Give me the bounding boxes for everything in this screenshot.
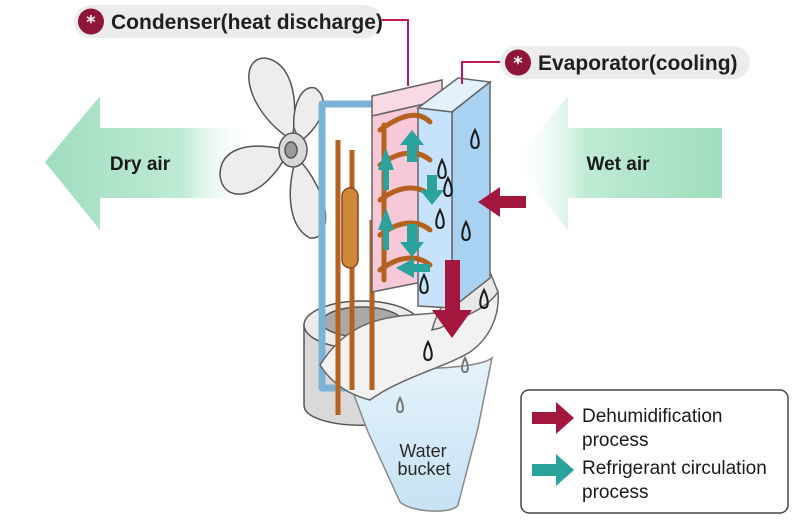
condenser-star-icon: * bbox=[86, 12, 96, 33]
evaporator-pointer-line bbox=[461, 61, 510, 84]
refrigerant-flow-arrows bbox=[378, 130, 444, 278]
wet-air-label: Wet air bbox=[586, 154, 650, 175]
legend-dehumidification-line2: process bbox=[582, 430, 649, 451]
condenser-pointer-line bbox=[378, 19, 409, 86]
water-bucket-label-line1: Water bbox=[399, 441, 446, 461]
wet-air-arrow bbox=[513, 96, 722, 230]
evaporator-callout: * Evaporator(cooling) bbox=[500, 46, 750, 79]
dehumidification-arrow-icon bbox=[532, 402, 574, 434]
condenser-label: Condenser(heat discharge) bbox=[111, 11, 383, 34]
water-drop-icons bbox=[396, 127, 489, 414]
dehumidification-arrows bbox=[432, 187, 526, 338]
evaporator-star-icon: * bbox=[513, 53, 523, 74]
refrigerant-arrow-icon bbox=[532, 454, 574, 486]
legend: Dehumidification process Refrigerant cir… bbox=[520, 389, 789, 514]
water-bucket-label-line2: bucket bbox=[397, 459, 450, 479]
legend-refrigerant-line1: Refrigerant circulation bbox=[582, 458, 767, 479]
dry-air-arrow bbox=[45, 96, 255, 230]
legend-refrigerant-line2: process bbox=[582, 482, 649, 503]
evaporator-label: Evaporator(cooling) bbox=[538, 52, 738, 75]
filter-dryer bbox=[341, 187, 359, 269]
dry-air-label: Dry air bbox=[110, 154, 171, 175]
fan-icon bbox=[219, 57, 327, 239]
condenser-callout: * Condenser(heat discharge) bbox=[74, 5, 383, 38]
legend-dehumidification-line1: Dehumidification bbox=[582, 406, 722, 427]
condenser-coils bbox=[377, 112, 433, 283]
